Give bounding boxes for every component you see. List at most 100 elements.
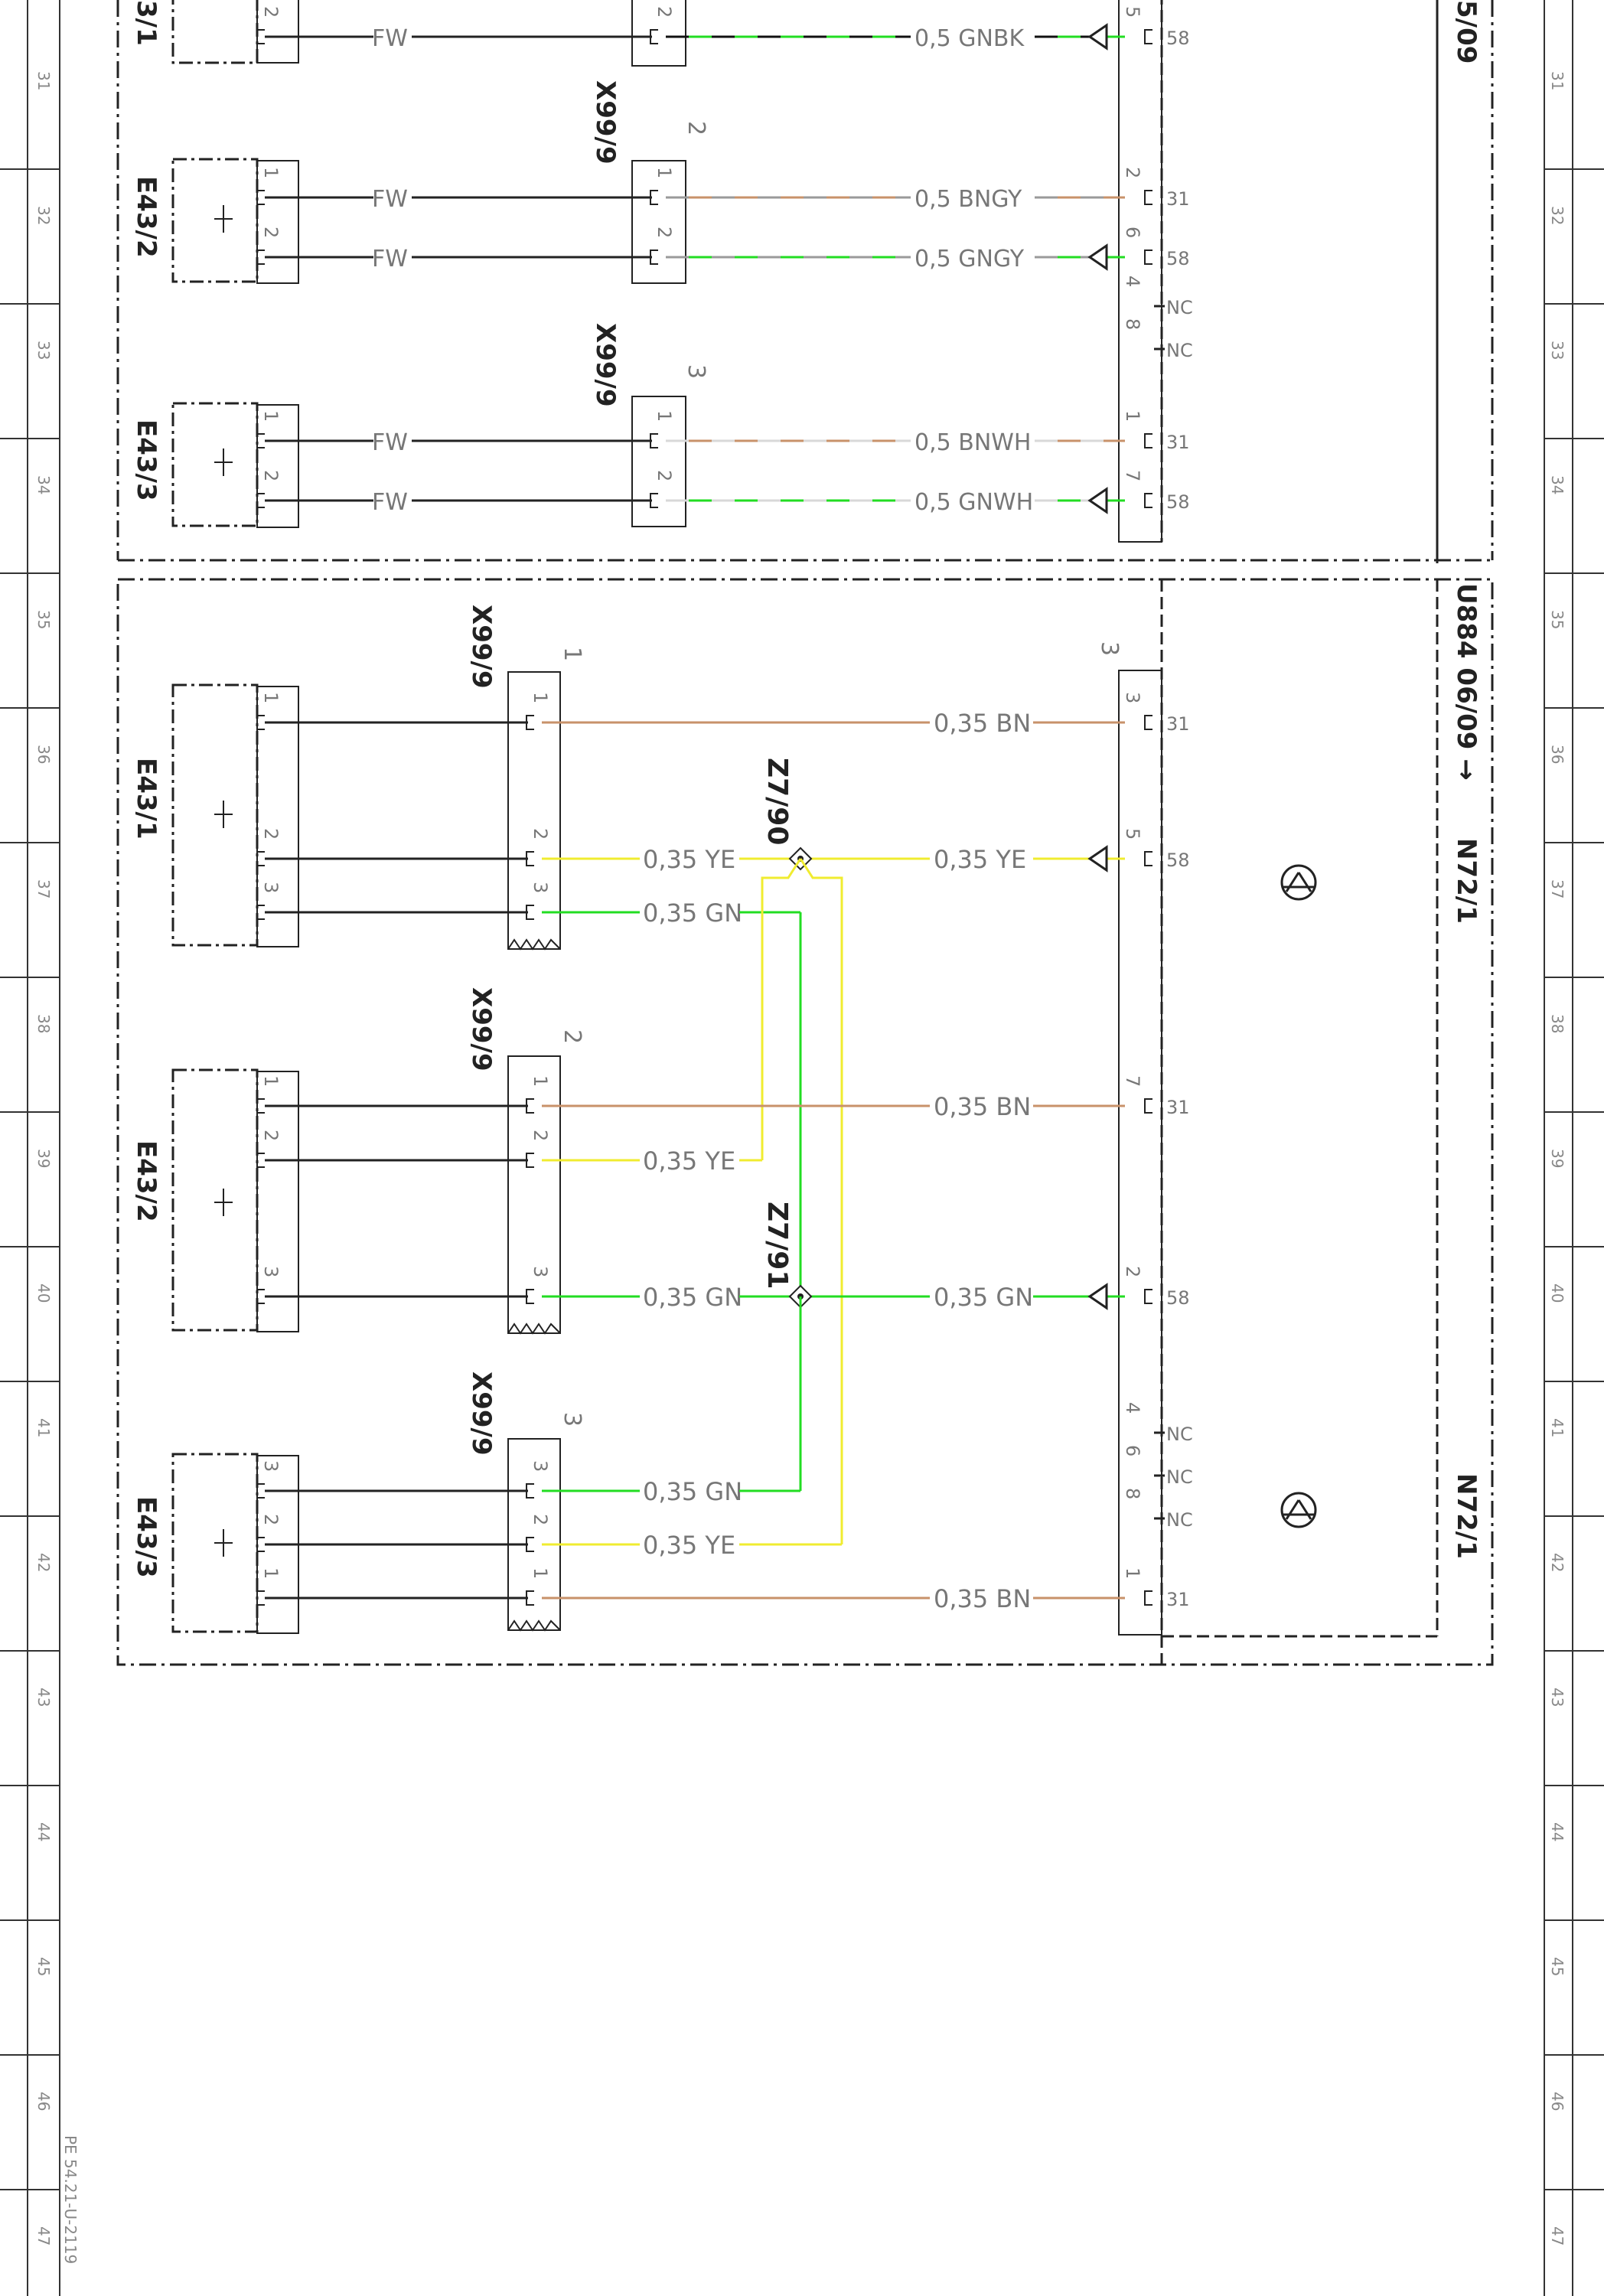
wire-label: 0,35 GN bbox=[934, 1283, 1033, 1312]
nc-label: NC bbox=[1166, 1424, 1193, 1445]
conn-x99-9-b3-pos: 3 bbox=[559, 1412, 585, 1427]
pin-terminal bbox=[1144, 1590, 1152, 1606]
conn-x99-9-a2 bbox=[631, 160, 686, 284]
lamp-e43-2-a-label: E43/2 bbox=[131, 176, 161, 258]
pin-number: 6 bbox=[1122, 1445, 1143, 1456]
pin-terminal bbox=[256, 1098, 265, 1114]
pin-number: 2 bbox=[1122, 167, 1143, 178]
pin-number: 1 bbox=[530, 1075, 551, 1087]
pin-number: 1 bbox=[654, 167, 675, 178]
terminal-label: 31 bbox=[1166, 432, 1190, 453]
pin-terminal bbox=[256, 715, 265, 730]
module-symbol-lower bbox=[1280, 1492, 1317, 1528]
pin-number: 4 bbox=[1122, 1402, 1143, 1414]
pin-number: 2 bbox=[654, 6, 675, 18]
panel-a-code-partial: 5/09 bbox=[1451, 0, 1482, 64]
module-label-lower: N72/1 bbox=[1451, 1473, 1482, 1559]
wire-label: 0,5 GNBK bbox=[914, 25, 1025, 52]
pin-number: 2 bbox=[654, 470, 675, 481]
ruler-label: 39 bbox=[34, 1149, 53, 1168]
pin-terminal bbox=[526, 1153, 534, 1168]
terminal-label: 58 bbox=[1166, 850, 1190, 871]
pin-terminal bbox=[526, 1590, 534, 1606]
pin-terminal bbox=[650, 249, 658, 265]
pin-terminal bbox=[256, 190, 265, 205]
pin-number: 1 bbox=[260, 410, 282, 422]
pin-terminal bbox=[256, 1153, 265, 1168]
ruler-label: 47 bbox=[34, 2226, 53, 2245]
pin-terminal bbox=[526, 1483, 534, 1499]
pin-terminal bbox=[526, 851, 534, 866]
lamp-e43-1-partial bbox=[171, 0, 259, 64]
ruler-label: 42 bbox=[34, 1553, 53, 1572]
pin-terminal bbox=[650, 493, 658, 508]
pin-number: 6 bbox=[1122, 227, 1143, 238]
arrow-icon bbox=[1087, 487, 1108, 514]
pin-number: 1 bbox=[260, 1075, 282, 1087]
lamp-e43-2-b bbox=[171, 1068, 299, 1332]
ruler-label: 34 bbox=[1548, 475, 1567, 494]
ruler-label: 44 bbox=[1548, 1822, 1567, 1841]
ruler-label: 35 bbox=[1548, 610, 1567, 629]
lamp-e43-1-label: 3/1 bbox=[131, 0, 161, 46]
ruler-label: 32 bbox=[1548, 206, 1567, 225]
ruler-label: 40 bbox=[34, 1283, 53, 1303]
conn-x99-9-a1 bbox=[631, 0, 686, 67]
pin-terminal bbox=[256, 493, 265, 508]
pin-number: 3 bbox=[260, 1460, 282, 1472]
ruler-label: 37 bbox=[34, 879, 53, 899]
arrow-icon bbox=[1087, 23, 1108, 51]
pin-terminal bbox=[650, 190, 658, 205]
lamp-e43-1-pinblock bbox=[256, 0, 299, 64]
conn-x99-9-b1 bbox=[507, 671, 561, 951]
nc-label: NC bbox=[1166, 340, 1193, 361]
arrow-icon bbox=[1087, 243, 1108, 271]
wire-label-fw: FW bbox=[372, 186, 408, 213]
wire-label: 0,35 GN bbox=[643, 899, 742, 928]
left-ruler bbox=[27, 0, 60, 2296]
wire-label-fw: FW bbox=[372, 429, 408, 456]
lamp-e43-1-b bbox=[171, 683, 299, 947]
lamp-e43-3-a-label: E43/3 bbox=[131, 419, 161, 501]
pin-terminal bbox=[256, 851, 265, 866]
nc-label: NC bbox=[1166, 1509, 1193, 1531]
pin-number: 1 bbox=[530, 692, 551, 703]
ruler-label: 41 bbox=[1548, 1418, 1567, 1437]
pin-terminal bbox=[526, 1098, 534, 1114]
pin-number: 8 bbox=[1122, 1488, 1143, 1499]
pin-number: 2 bbox=[530, 1130, 551, 1141]
module-connector-a bbox=[1118, 0, 1162, 543]
wire-label-fw: FW bbox=[372, 489, 408, 516]
ruler-label: 42 bbox=[1548, 1553, 1567, 1572]
pin-number: 2 bbox=[260, 828, 282, 840]
pin-terminal bbox=[1144, 433, 1152, 448]
terminal-label: 58 bbox=[1166, 491, 1190, 513]
pin-terminal bbox=[256, 433, 265, 448]
right-ruler bbox=[1544, 0, 1573, 2296]
ruler-label: 46 bbox=[1548, 2092, 1567, 2111]
pin-terminal bbox=[1144, 1098, 1152, 1114]
wire-label: 0,35 BN bbox=[934, 709, 1031, 738]
ruler-label: 45 bbox=[1548, 1957, 1567, 1976]
pin-number: 8 bbox=[1122, 318, 1143, 330]
panel-b-frame bbox=[116, 578, 1494, 1666]
terminal-label: 58 bbox=[1166, 248, 1190, 269]
pin-number: 5 bbox=[1122, 828, 1143, 840]
wire-label: 0,35 GN bbox=[643, 1283, 742, 1312]
pin-terminal bbox=[256, 1289, 265, 1304]
wire-label: 0,35 YE bbox=[643, 845, 735, 874]
ruler-label: 38 bbox=[34, 1014, 53, 1033]
terminal-label: 58 bbox=[1166, 28, 1190, 49]
splice-z7-90-label: Z7/90 bbox=[761, 758, 793, 845]
pin-number: 3 bbox=[530, 882, 551, 893]
ruler-label: 39 bbox=[1548, 1149, 1567, 1168]
panel-a-frame bbox=[116, 0, 1494, 562]
pin-number: 2 bbox=[260, 227, 282, 238]
pin-number: 3 bbox=[530, 1460, 551, 1472]
ruler-label: 44 bbox=[34, 1822, 53, 1841]
nc-label: NC bbox=[1166, 297, 1193, 318]
ruler-label: 36 bbox=[1548, 745, 1567, 764]
wire-label: 0,35 YE bbox=[643, 1531, 735, 1560]
ruler-label: 31 bbox=[1548, 71, 1567, 90]
terminal-label: 31 bbox=[1166, 1589, 1190, 1610]
